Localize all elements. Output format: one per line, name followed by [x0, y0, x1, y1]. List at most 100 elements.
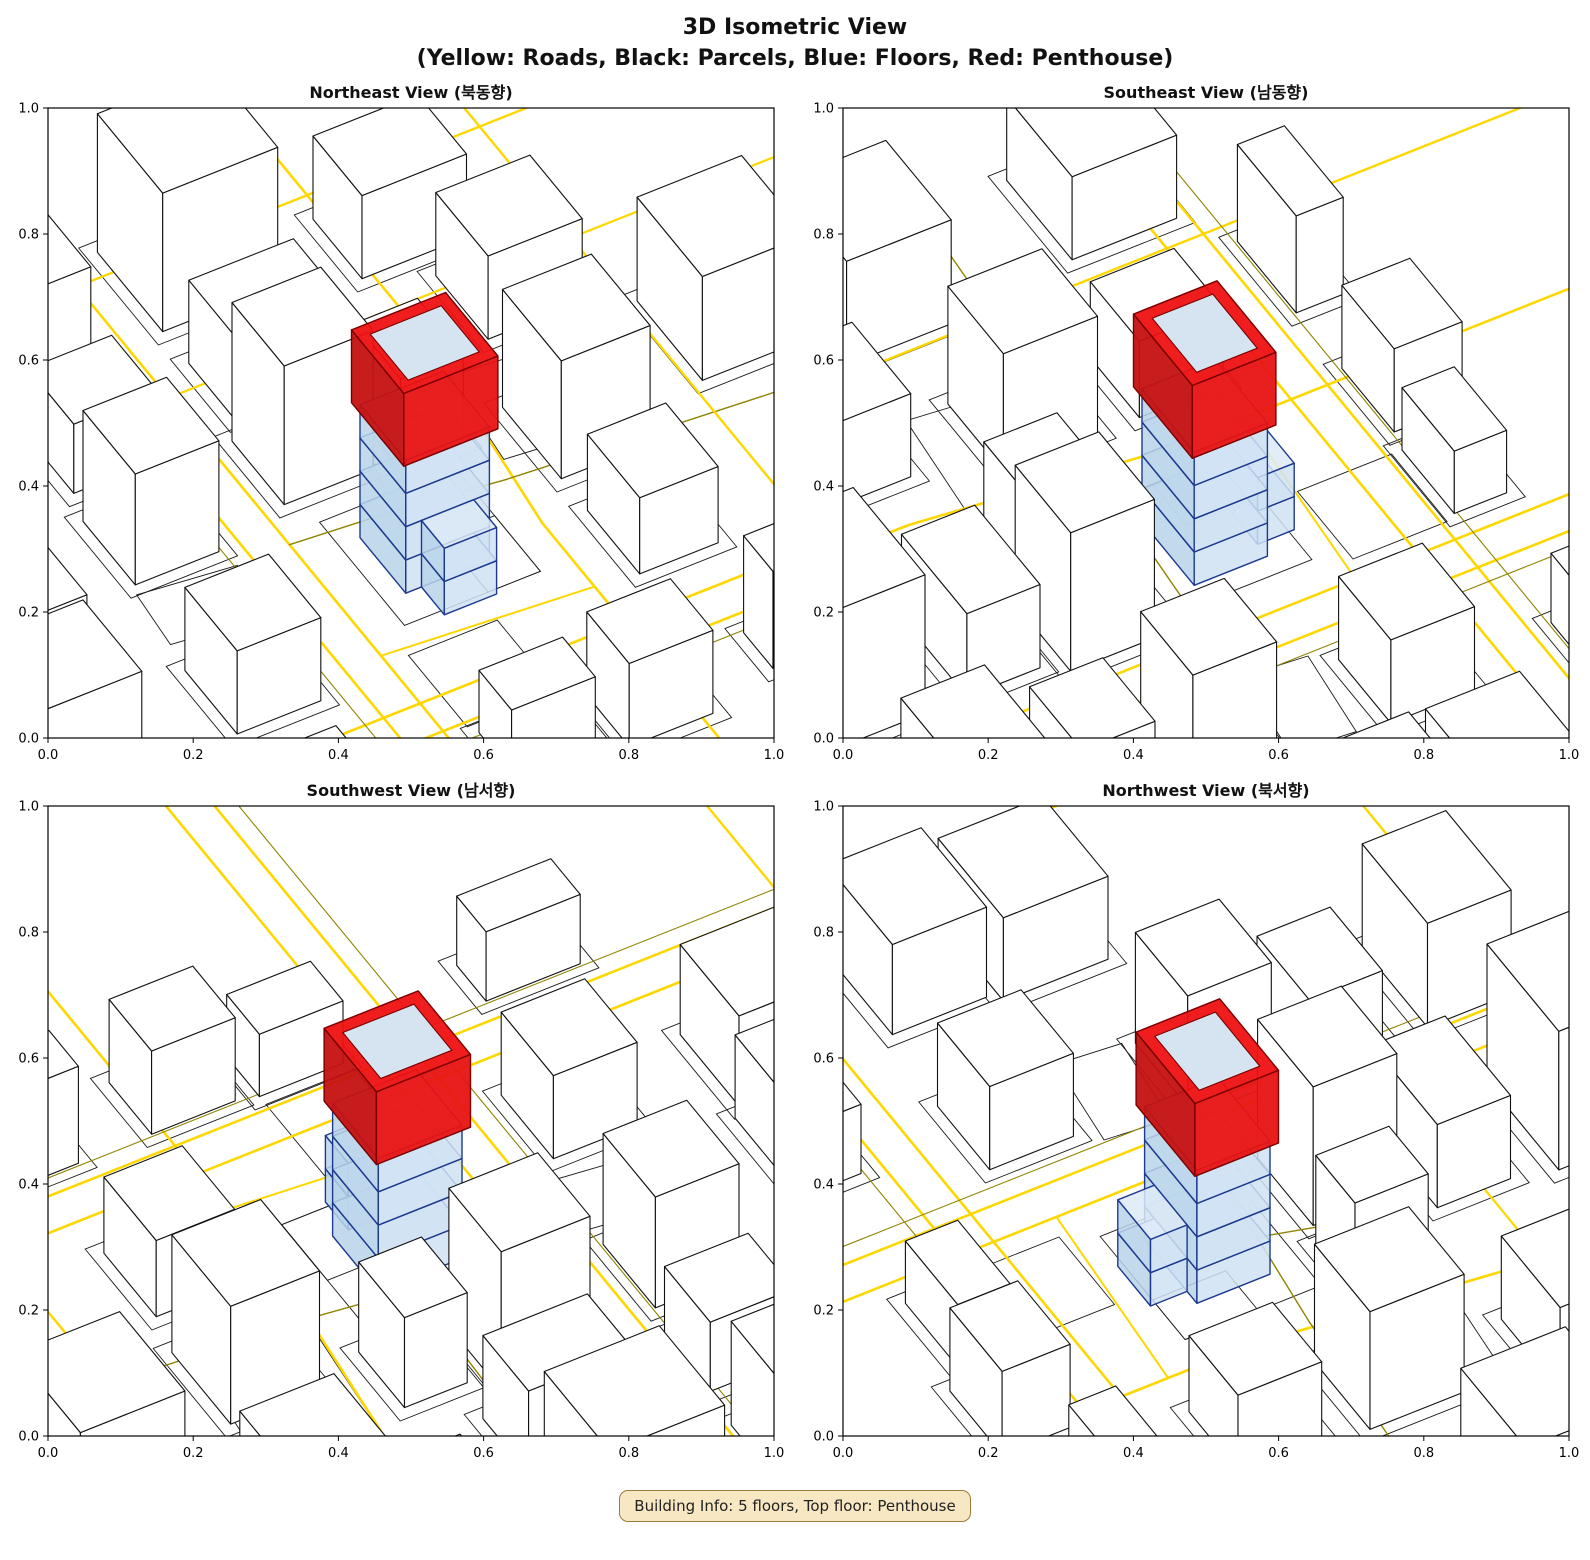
- building-box: [1500, 1209, 1569, 1309]
- building-box: [843, 256, 848, 367]
- building-box: [82, 377, 220, 476]
- building-box: [171, 1199, 321, 1308]
- subplot-southeast-view: 0.00.00.20.20.40.40.60.60.80.81.01.0Sout…: [795, 83, 1579, 777]
- building-box: [900, 664, 1046, 739]
- floor-box: [1117, 1184, 1188, 1241]
- x-tick-label: 1.0: [764, 748, 785, 763]
- minor-road-line: [1093, 549, 1569, 739]
- x-tick-label: 0.8: [618, 1446, 639, 1461]
- y-tick-label: 0.6: [813, 354, 834, 369]
- y-tick-label: 0.4: [813, 1178, 834, 1193]
- y-tick-label: 1.0: [813, 800, 834, 815]
- building-box: [843, 322, 912, 422]
- y-tick-label: 0.8: [813, 926, 834, 941]
- building-box: [937, 806, 1109, 919]
- x-tick-label: 0.0: [833, 1446, 854, 1461]
- building-box: [734, 1019, 774, 1084]
- building-box: [48, 214, 92, 285]
- building-box: [1068, 1385, 1158, 1437]
- y-tick-label: 0.6: [813, 1052, 834, 1067]
- building-box: [1188, 1302, 1323, 1397]
- building-box: [1313, 1206, 1465, 1313]
- axes-frame: [47, 805, 775, 1438]
- building-box: [795, 1052, 814, 1193]
- building-box: [456, 858, 581, 933]
- figure-title-line2: (Yellow: Roads, Black: Parcels, Blue: Fl…: [416, 46, 1174, 72]
- building-box: [242, 763, 271, 776]
- building-box: [1014, 431, 1155, 534]
- building-box: [947, 248, 1099, 355]
- building-box: [1236, 125, 1344, 217]
- y-tick-label: 0.4: [18, 480, 39, 495]
- building-box: [1029, 657, 1156, 739]
- road-line: [462, 108, 774, 487]
- x-tick-label: 0.4: [328, 1446, 349, 1461]
- building-box: [843, 487, 926, 609]
- building-box: [48, 599, 143, 710]
- x-tick-label: 0.0: [833, 748, 854, 763]
- building-box: [843, 1081, 862, 1113]
- x-tick-label: 0.8: [1413, 1446, 1434, 1461]
- subplot-title: Northwest View (북서향): [1102, 781, 1309, 800]
- building-box: [1486, 911, 1569, 1033]
- scene-layer: [48, 108, 774, 776]
- x-tick-label: 0.8: [1413, 748, 1434, 763]
- badge-row: Building Info: 5 floors, Top floor: Pent…: [0, 1490, 1590, 1523]
- y-tick-label: 0.0: [813, 732, 834, 747]
- building-box: [679, 907, 774, 1017]
- building-box: [1257, 986, 1398, 1088]
- axes-frame: [47, 107, 775, 740]
- axes-frame: [842, 805, 1570, 1438]
- building-box: [501, 254, 651, 362]
- building-box: [303, 725, 347, 739]
- building-box: [701, 247, 774, 382]
- building-box: [949, 1280, 1071, 1373]
- parcel-outline: [1531, 603, 1569, 665]
- y-tick-label: 0.4: [18, 1178, 39, 1193]
- y-tick-label: 0.6: [18, 1052, 39, 1067]
- parcel-outline: [882, 756, 1068, 777]
- building-box: [1401, 366, 1508, 453]
- penthouse-opening: [1151, 293, 1259, 374]
- parcel-outline: [1050, 1470, 1193, 1474]
- building-box: [795, 481, 837, 595]
- building-box: [586, 402, 719, 499]
- building-box: [1304, 754, 1369, 777]
- building-box: [1338, 543, 1476, 641]
- parcel-outline: [1296, 454, 1448, 561]
- building-box: [1014, 108, 1178, 178]
- building-box: [843, 140, 952, 263]
- y-tick-label: 0.0: [18, 732, 39, 747]
- subplot-title: Southeast View (남동향): [1104, 83, 1309, 102]
- x-tick-label: 0.6: [1268, 1446, 1289, 1461]
- parcel-outline: [48, 1114, 98, 1188]
- penthouse-opening: [341, 1004, 453, 1080]
- building-box: [312, 108, 468, 197]
- building-box: [1341, 258, 1463, 350]
- floor-box: [420, 499, 498, 550]
- x-tick-label: 0.6: [473, 1446, 494, 1461]
- y-tick-label: 0.2: [18, 1304, 39, 1319]
- y-tick-label: 0.0: [813, 1430, 834, 1445]
- y-tick-label: 0.2: [813, 606, 834, 621]
- y-tick-label: 0.8: [18, 926, 39, 941]
- scene-layer: [795, 806, 1587, 1474]
- y-tick-label: 0.4: [813, 480, 834, 495]
- building-box: [0, 1240, 22, 1365]
- y-tick-label: 1.0: [18, 102, 39, 117]
- building-box: [1424, 671, 1569, 739]
- y-tick-label: 0.0: [18, 1430, 39, 1445]
- x-tick-label: 1.0: [1559, 1446, 1580, 1461]
- subplot-title: Southwest View (남서향): [307, 781, 516, 800]
- building-box: [1575, 1118, 1587, 1229]
- x-tick-label: 0.2: [183, 1446, 204, 1461]
- building-box: [1361, 810, 1512, 925]
- building-box: [48, 1030, 79, 1080]
- building-box: [226, 961, 344, 1036]
- y-tick-label: 0.2: [813, 1304, 834, 1319]
- building-box: [795, 402, 837, 512]
